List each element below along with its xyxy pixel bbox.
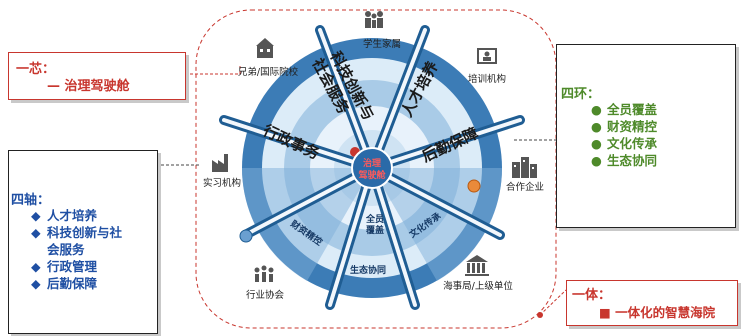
knob-left [239, 229, 253, 243]
axes-box-title: 四轴： [11, 193, 51, 208]
unity-box: 一体： ■ 一体化的智慧海院 [566, 280, 738, 326]
diamond-icon: ◆ [31, 276, 41, 291]
node-label-partners: 合作企业 [506, 181, 544, 193]
core-box: 一芯： — 治理驾驶舱 [8, 52, 186, 100]
school-icon [256, 38, 274, 58]
rings-list: ●全员覆盖 ●财资精控 ●文化传承 ●生态协同 [591, 101, 731, 169]
node-label-training: 培训机构 [468, 73, 506, 85]
rings-box: 四环： ●全员覆盖 ●财资精控 ●文化传承 ●生态协同 [556, 44, 736, 228]
axes-item-tech: ◆科技创新与社 [31, 225, 123, 240]
training-icon [477, 48, 497, 64]
axes-list: ◆人才培养 ◆科技创新与社 会服务 ◆行政管理 ◆后勤保障 [31, 207, 155, 292]
center-label-2: 驾驶舱 [358, 169, 386, 181]
center-label-1: 治理 [363, 157, 381, 169]
diamond-icon: ◆ [31, 259, 41, 274]
center-hub [351, 147, 393, 189]
government-icon [465, 255, 489, 276]
square-icon: ■ [599, 305, 611, 320]
diamond-icon: ◆ [31, 208, 41, 223]
node-label-authority: 海事局/上级单位 [443, 280, 513, 292]
dot-icon: ● [591, 102, 602, 117]
rings-box-title: 四环： [561, 87, 601, 102]
ring-segment-1 [372, 168, 503, 281]
core-box-title: 一芯： [16, 62, 56, 77]
rings-item-all: ●全员覆盖 [591, 102, 658, 117]
axes-box: 四轴： ◆人才培养 ◆科技创新与社 会服务 ◆行政管理 ◆后勤保障 [8, 150, 158, 334]
ring-label-all-1: 全员 [365, 213, 384, 225]
ring-segment-2 [241, 168, 372, 281]
rings-item-finance: ●财资精控 [591, 119, 658, 134]
rings-item-ecology: ●生态协同 [591, 153, 658, 168]
unity-connector [539, 289, 567, 316]
node-label-schools: 兄弟/国际院校 [238, 66, 299, 78]
association-icon [254, 265, 274, 282]
ring-label-ecology: 生态协同 [350, 264, 386, 276]
dot-icon: ● [591, 153, 602, 168]
ring-label-all-2: 覆盖 [366, 224, 384, 236]
core-box-item-label: 治理驾驶舱 [64, 79, 130, 94]
dot-icon: ● [591, 136, 602, 151]
building-icon [512, 157, 537, 178]
unity-box-item: ■ 一体化的智慧海院 [599, 302, 715, 321]
core-connector [185, 66, 241, 75]
rings-item-culture: ●文化传承 [591, 136, 658, 151]
core-box-item: — 治理驾驶舱 [47, 75, 130, 94]
node-label-association: 行业协会 [246, 289, 285, 301]
axes-item-tech-cont: 会服务 [47, 242, 85, 257]
axes-item-admin: ◆行政管理 [31, 259, 98, 274]
dot-icon: ● [591, 119, 602, 134]
axes-item-logistics: ◆后勤保障 [31, 276, 98, 291]
factory-icon [212, 154, 228, 172]
unity-box-title: 一体： [572, 288, 612, 303]
unity-box-item-label: 一体化的智慧海院 [615, 305, 716, 320]
dash-icon: — [47, 79, 60, 94]
knob-right [467, 179, 481, 193]
people-icon [365, 11, 383, 28]
spoke-highlights [222, 28, 522, 307]
diamond-icon: ◆ [31, 225, 41, 240]
axes-item-talent: ◆人才培养 [31, 208, 98, 223]
node-label-internship: 实习机构 [203, 177, 241, 189]
node-label-families: 学生家属 [363, 38, 401, 50]
unity-connector-dot [537, 312, 543, 318]
